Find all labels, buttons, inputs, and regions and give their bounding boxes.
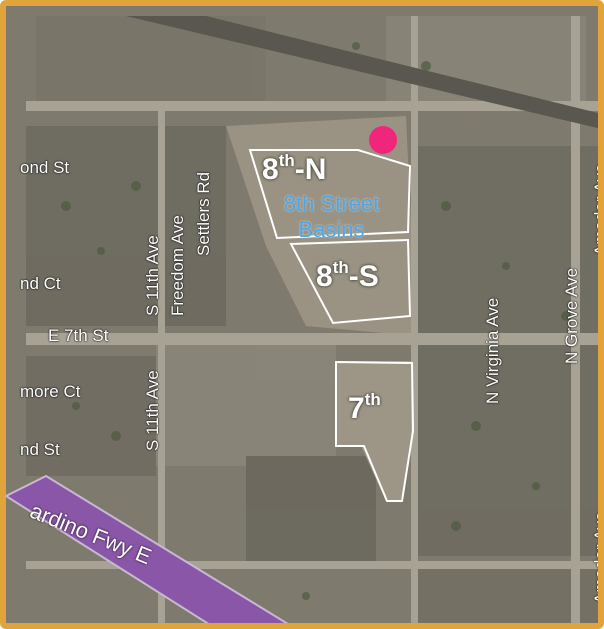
basin-8th-south-boundary[interactable] xyxy=(289,238,412,325)
street-label-s-11th-ave-top: S 11th Ave xyxy=(143,235,162,316)
basin-grounds xyxy=(226,116,416,336)
basin-label-8th-n-sup: th xyxy=(278,151,295,170)
basin-8th-north-boundary[interactable] xyxy=(248,149,412,240)
rail-corridor xyxy=(126,16,598,129)
basin-label-8th-s[interactable]: 8th-S xyxy=(316,258,379,294)
street-label-nd-st: nd St xyxy=(20,440,60,459)
roads xyxy=(26,16,598,623)
street-label-amador-ave-top: Amador Ave xyxy=(591,163,604,256)
street-label-e-7th-st: E 7th St xyxy=(48,326,109,345)
street-label-freedom-ave: Freedom Ave xyxy=(168,215,187,316)
basin-label-7th-base: 7 xyxy=(348,392,365,425)
basin-label-8th-s-sup: th xyxy=(332,258,349,277)
freeway-route xyxy=(6,476,287,623)
basin-label-8th-n-suffix: -N xyxy=(294,153,327,186)
street-label-nd-ct: nd Ct xyxy=(20,274,61,293)
street-label-amador-ave-bottom: Amador Ave xyxy=(591,511,604,604)
street-label-s-11th-ave-bottom: S 11th Ave xyxy=(143,370,162,451)
satellite-map[interactable] xyxy=(6,6,604,629)
street-label-n-grove-ave: N Grove Ave xyxy=(562,267,581,364)
basin-7th-boundary[interactable] xyxy=(335,360,415,502)
basin-label-8th-n-base: 8 xyxy=(262,153,279,186)
basin-label-8th-n[interactable]: 8th-N xyxy=(262,151,327,187)
street-label-more-ct: more Ct xyxy=(20,382,81,401)
freeway-edge xyxy=(6,474,289,623)
area-label-8th-street-basins: 8th Street Basins xyxy=(259,191,404,243)
area-label-line-1: 8th Street xyxy=(283,191,380,216)
basin-label-8th-s-base: 8 xyxy=(316,260,333,293)
basin-label-7th[interactable]: 7th xyxy=(348,390,381,426)
street-label-ond-st: ond St xyxy=(20,158,70,177)
street-label-n-virginia-ave: N Virginia Ave xyxy=(483,297,502,404)
street-label-settlers-rd: Settlers Rd xyxy=(194,171,213,256)
basin-label-8th-s-suffix: -S xyxy=(348,260,379,293)
basin-label-7th-sup: th xyxy=(364,390,381,409)
seventh-basin-ground xyxy=(336,361,416,501)
location-marker-icon[interactable] xyxy=(369,126,397,154)
area-label-line-2: Basins xyxy=(298,217,365,242)
